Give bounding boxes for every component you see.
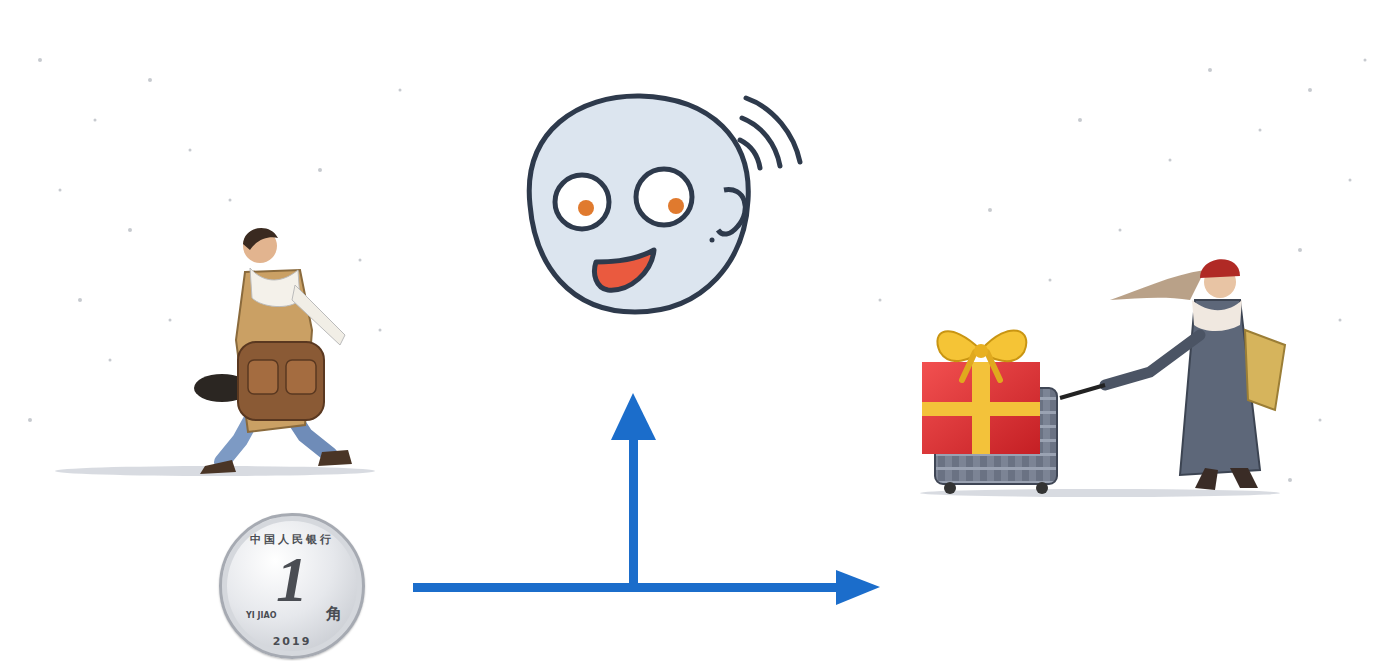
eavesdropper-head <box>529 96 800 312</box>
flow-arrow <box>413 393 880 605</box>
coin-value: 1 <box>276 548 308 612</box>
woman-with-gift <box>920 259 1285 497</box>
walking-man <box>55 228 375 476</box>
coin-rim-text: 中国人民银行 <box>250 534 334 545</box>
coin-pinyin: YI JIAO <box>246 612 277 620</box>
coin: 中国人民银行 YI JIAO1 角 2019 <box>219 513 365 659</box>
snow <box>28 58 1367 482</box>
coin-year: 2019 <box>273 636 312 647</box>
coin-unit: 角 <box>326 606 342 622</box>
